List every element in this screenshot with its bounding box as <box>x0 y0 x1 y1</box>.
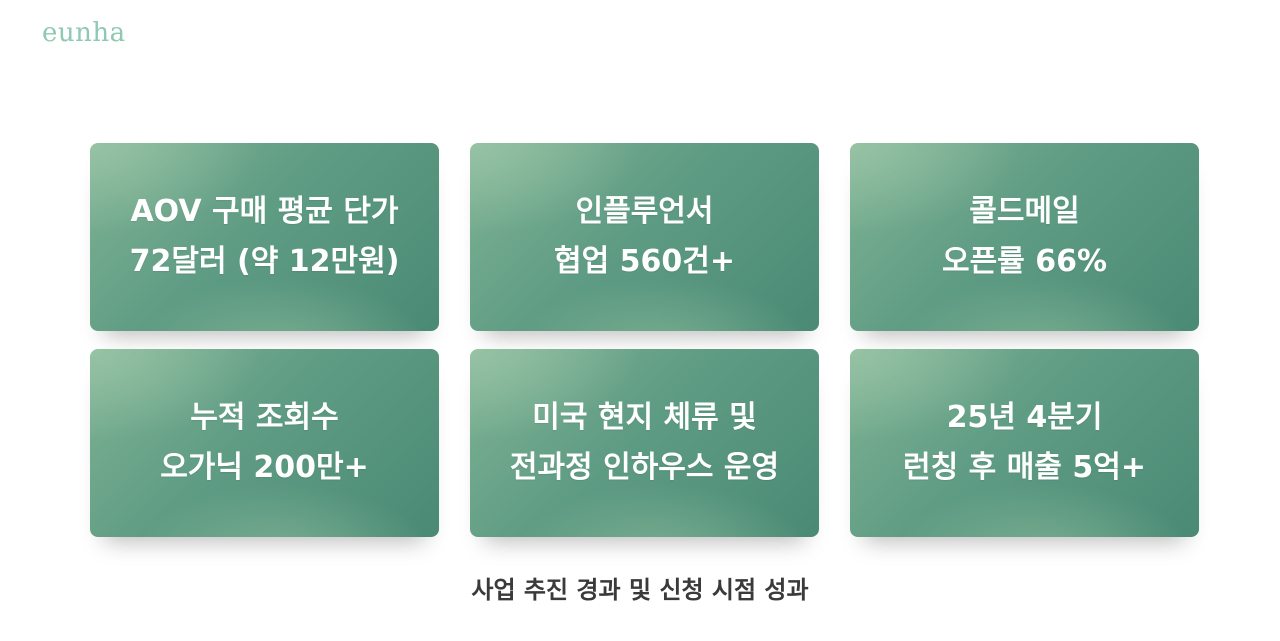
metric-card-influencer: 인플루언서 협업 560건+ <box>470 143 819 331</box>
metric-card-line1: AOV 구매 평균 단가 <box>130 194 399 229</box>
metric-card-views: 누적 조회수 오가닉 200만+ <box>90 349 439 537</box>
brand-logo: eunha <box>42 18 126 48</box>
metric-card-aov: AOV 구매 평균 단가 72달러 (약 12만원) <box>90 143 439 331</box>
metric-card-line2: 72달러 (약 12만원) <box>129 244 400 279</box>
metric-card-line2: 전과정 인하우스 운영 <box>509 450 780 485</box>
metric-card-line2: 협업 560건+ <box>553 244 735 279</box>
metric-card-line1: 인플루언서 <box>575 194 714 229</box>
metric-card-line2: 오픈률 66% <box>941 244 1108 279</box>
metric-card-line1: 25년 4분기 <box>946 400 1103 435</box>
metric-card-coldmail: 콜드메일 오픈률 66% <box>850 143 1199 331</box>
metric-card-revenue: 25년 4분기 런칭 후 매출 5억+ <box>850 349 1199 537</box>
metric-card-line1: 미국 현지 체류 및 <box>532 400 757 435</box>
metric-card-line2: 런칭 후 매출 5억+ <box>903 450 1146 485</box>
metric-card-line1: 콜드메일 <box>969 194 1080 229</box>
metric-card-us-operation: 미국 현지 체류 및 전과정 인하우스 운영 <box>470 349 819 537</box>
metrics-grid: AOV 구매 평균 단가 72달러 (약 12만원) 인플루언서 협업 560건… <box>90 143 1199 537</box>
metric-card-line1: 누적 조회수 <box>190 400 339 435</box>
slide-caption: 사업 추진 경과 및 신청 시점 성과 <box>471 576 809 604</box>
metric-card-line2: 오가닉 200만+ <box>160 450 369 485</box>
